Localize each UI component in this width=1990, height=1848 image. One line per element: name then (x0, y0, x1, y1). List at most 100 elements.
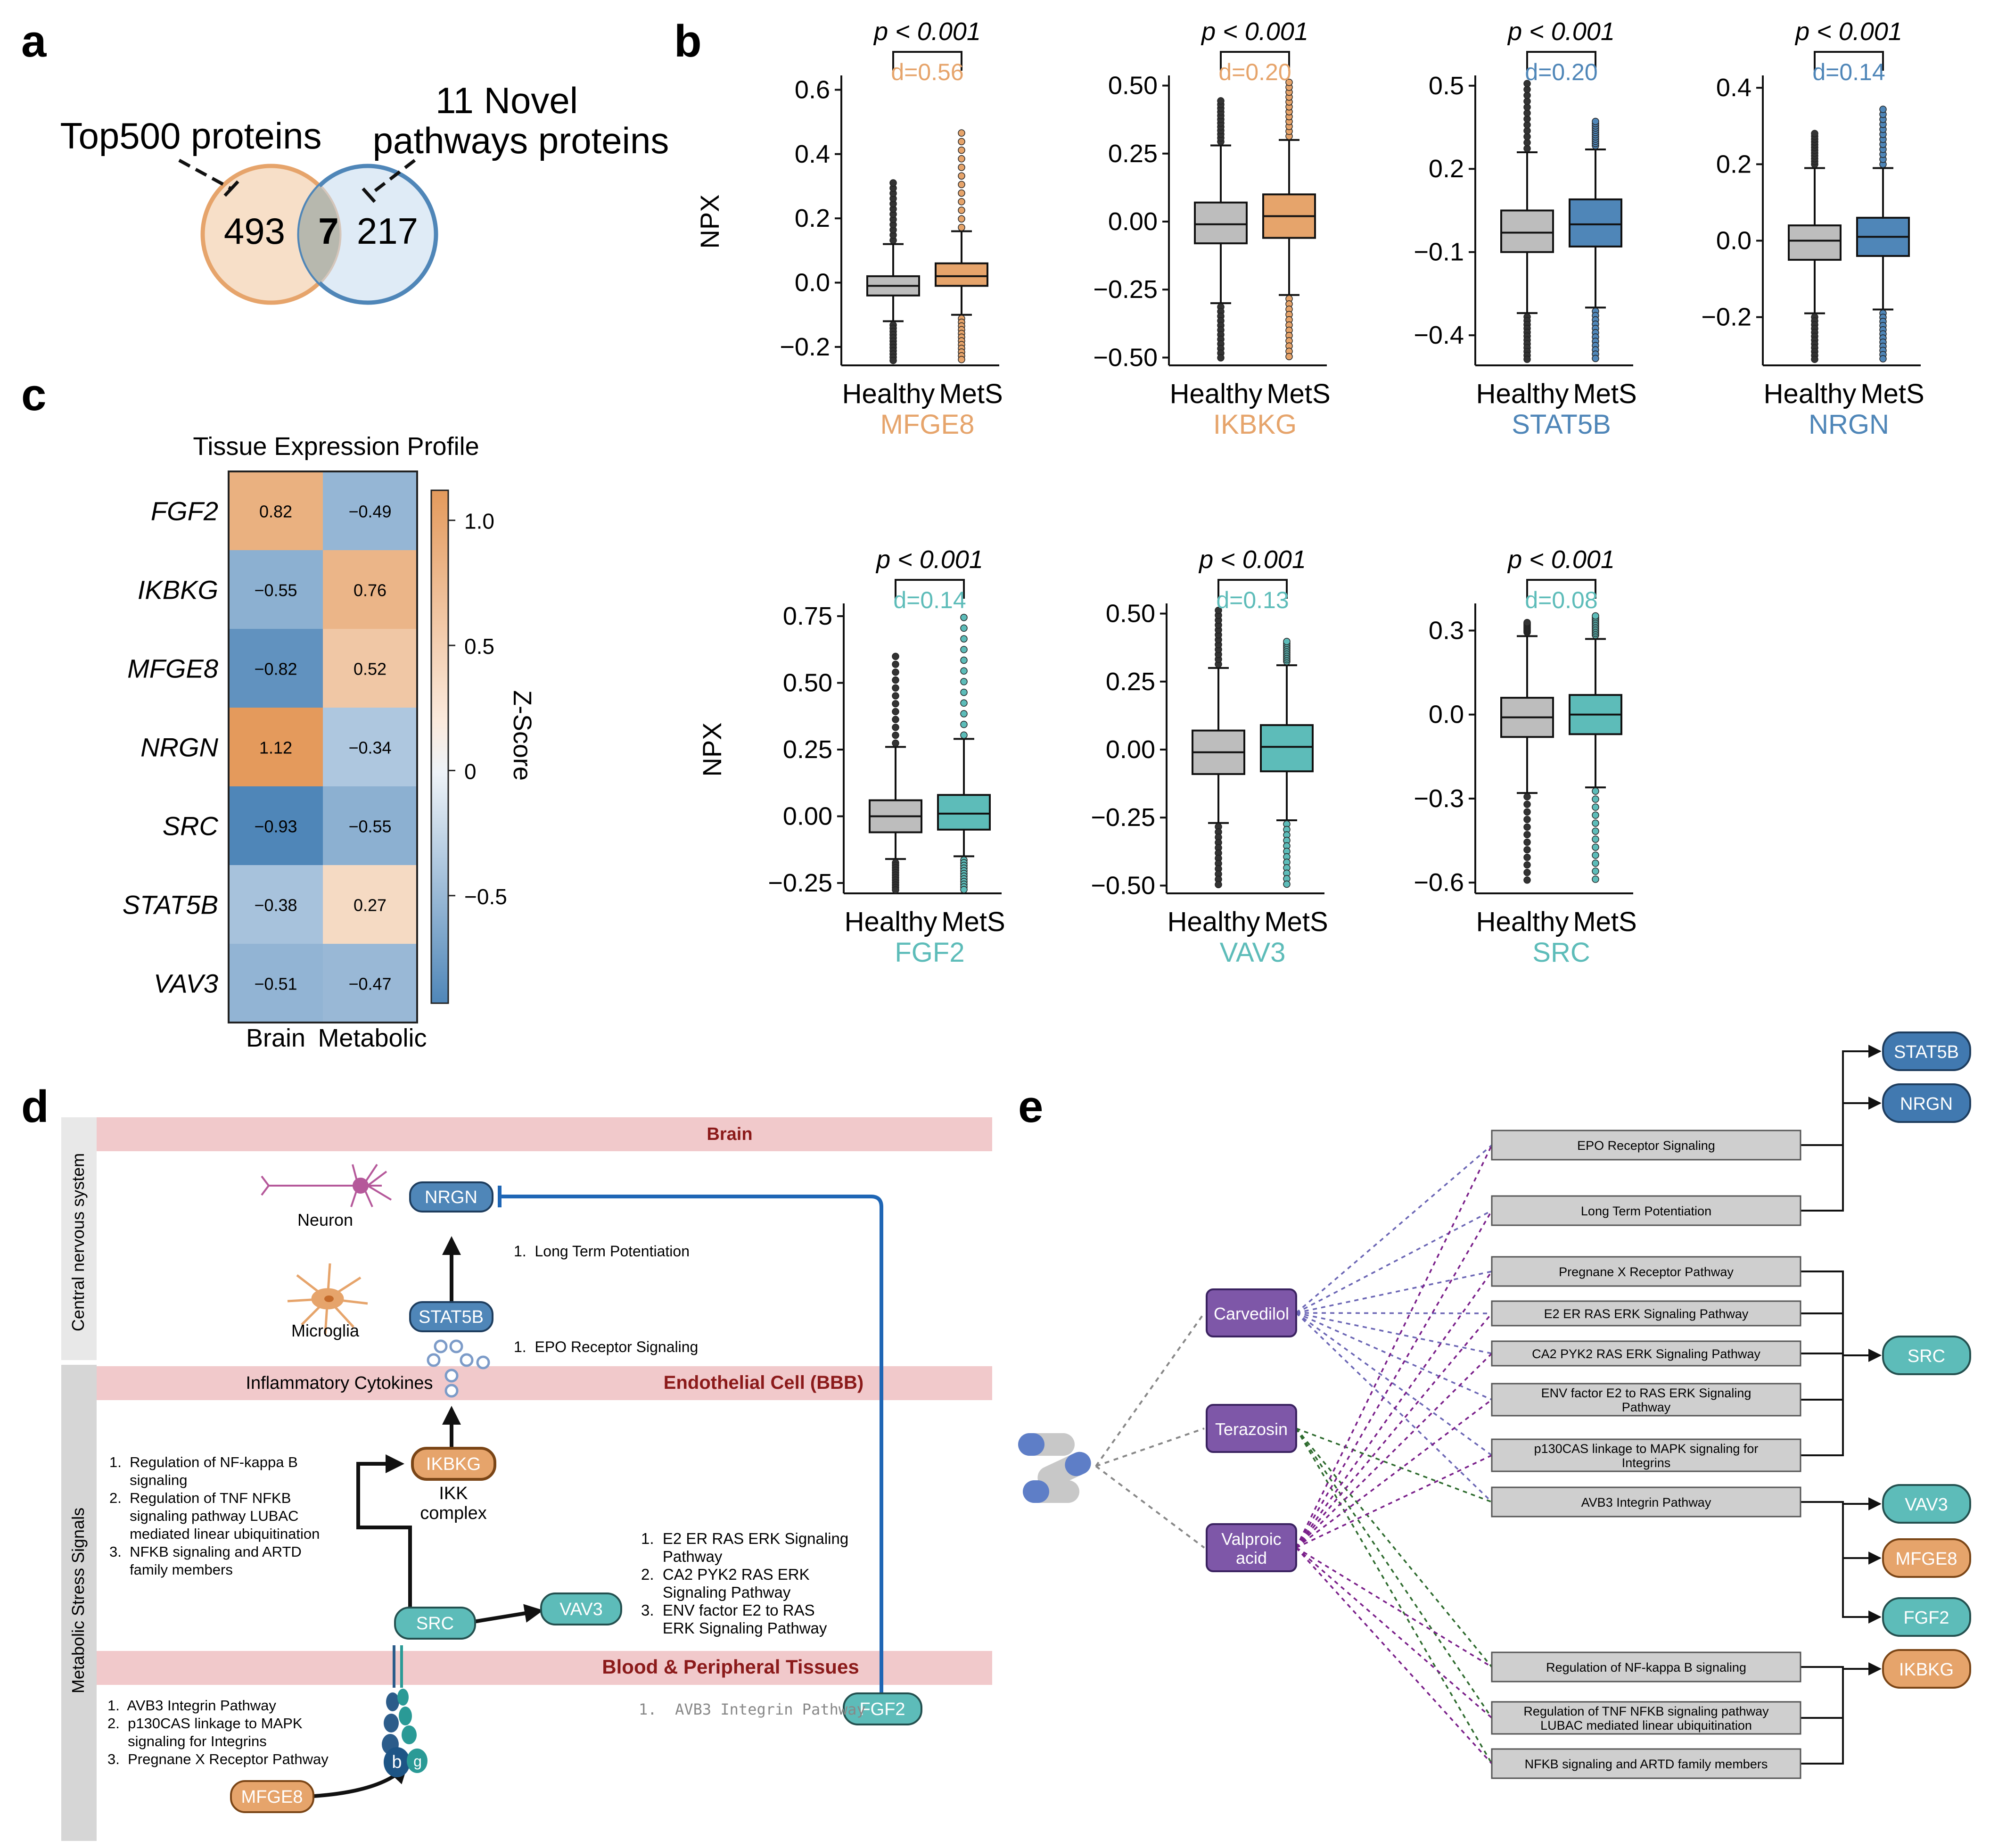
effect-size-label: d=0.20 (1218, 59, 1291, 85)
panel-letter-b: b (674, 16, 702, 66)
outlier-point (1879, 106, 1887, 113)
band-endothelial (97, 1366, 992, 1400)
effect-size-label: d=0.14 (893, 587, 966, 613)
outlier-point (1215, 881, 1222, 889)
drug-pathway-edge (1296, 1270, 1492, 1314)
outlier-point (1879, 355, 1887, 363)
outlier-point (1592, 851, 1599, 859)
y-tick-label: 0.6 (795, 75, 830, 104)
outlier-point (958, 189, 965, 197)
heatmap-cell (323, 629, 417, 708)
outlier-point (1592, 803, 1599, 811)
y-tick-label: −0.3 (1414, 784, 1464, 813)
x-category-label: MetS (1573, 379, 1636, 409)
significance-bracket (1526, 579, 1596, 599)
y-tick-label: −0.6 (1414, 868, 1464, 897)
outlier-point (1523, 846, 1531, 854)
heatmap-cell (229, 944, 323, 1023)
pathway-node: Pregnane X Receptor Pathway (1491, 1256, 1801, 1287)
x-category-label: Healthy (1476, 907, 1569, 937)
y-tick-label: 0.2 (795, 204, 830, 232)
gene-node-vav3: VAV3 (1882, 1484, 1971, 1524)
pathway-gene-edge (1801, 1501, 1882, 1624)
pathway-gene-edge (1801, 1501, 1882, 1565)
note-stat5b: 1. EPO Receptor Signaling (514, 1338, 698, 1355)
drug-pathway-edge (1295, 1428, 1493, 1718)
heatmap-cell-value: 1.12 (259, 738, 292, 758)
venn-right-count: 217 (357, 210, 418, 252)
box-mets (1569, 198, 1622, 248)
outlier-point (1523, 868, 1531, 876)
heatmap-col-metabolic: Metabolic (318, 1024, 427, 1052)
outlier-point (1592, 843, 1599, 851)
note-line: 1. Long Term Potentiation (514, 1243, 690, 1260)
outlier-point (1592, 117, 1599, 125)
box-mets (937, 794, 991, 831)
heatmap-cell (229, 550, 323, 629)
svg-text:STAT5B: STAT5B (1894, 1042, 1959, 1062)
outlier-point (1523, 793, 1531, 800)
side-label-cns: Central nervous system (68, 1153, 88, 1331)
cytokine-icon (427, 1339, 490, 1398)
heatmap-cell (323, 471, 417, 550)
outlier-point (1811, 355, 1818, 363)
heatmap-cell-value: −0.55 (254, 581, 297, 600)
gene-label: NRGN (1809, 409, 1889, 440)
box-mets (1260, 724, 1314, 773)
gene-label: SRC (1532, 937, 1590, 968)
svg-text:Carvedilol: Carvedilol (1214, 1304, 1289, 1323)
outlier-point (1592, 835, 1599, 843)
significance-bracket (1814, 51, 1884, 71)
venn-left-label: Top500 proteins (60, 115, 321, 157)
y-tick-label: −0.25 (768, 869, 832, 897)
note-line: 2. Regulation of TNF NFKB (109, 1490, 291, 1506)
node-ikbkg: IKBKG (411, 1447, 496, 1481)
svg-text:Regulation of NF-kappa B signa: Regulation of NF-kappa B signaling (1546, 1660, 1746, 1675)
outlier-point (960, 886, 968, 893)
gene-label: FGF2 (895, 937, 964, 968)
heatmap-row-label: SRC (163, 811, 219, 841)
heatmap-row-label: NRGN (140, 733, 218, 762)
neuron-icon (261, 1163, 392, 1207)
heatmap-title: Tissue Expression Profile (193, 432, 479, 461)
cytokines-label: Inflammatory Cytokines (246, 1373, 433, 1393)
box-healthy (1500, 209, 1554, 253)
heatmap-cell (323, 865, 417, 944)
heatmap-cell (323, 786, 417, 865)
venn-right-label-line1: 11 Novel (436, 80, 578, 121)
outlier-point (960, 667, 968, 675)
panel-letter-e: e (1018, 1081, 1043, 1132)
outlier-point (889, 179, 897, 187)
note-line: 2. p130CAS linkage to MAPK (107, 1715, 303, 1732)
outlier-point (892, 652, 899, 660)
svg-text:Integrins: Integrins (1622, 1456, 1671, 1470)
y-tick-label: 0.3 (1429, 617, 1464, 645)
outlier-point (892, 700, 899, 708)
drug-pathway-edge (1295, 1145, 1493, 1548)
node-mfge8: MFGE8 (230, 1780, 314, 1813)
note-line: Signaling Pathway (641, 1584, 791, 1601)
x-category-label: Healthy (1764, 379, 1857, 409)
outlier-point (892, 739, 899, 747)
heatmap-cell-value: −0.49 (348, 502, 391, 521)
pathway-node: ENV factor E2 to RAS ERK SignalingPathwa… (1491, 1383, 1801, 1417)
drug-pathway-edge (1296, 1210, 1492, 1314)
x-category-label: Healthy (845, 907, 937, 937)
outlier-point (1523, 808, 1531, 816)
outlier-point (960, 635, 968, 643)
note-line: signaling for Integrins (107, 1733, 267, 1749)
heatmap-cell-value: −0.82 (254, 660, 297, 679)
outlier-point (1523, 876, 1531, 884)
pathway-gene-edge (1801, 1349, 1882, 1456)
ikk-complex-line2: complex (420, 1503, 487, 1523)
gene-label: IKBKG (1213, 409, 1297, 440)
y-tick-label: 0.5 (1429, 72, 1464, 100)
svg-text:Regulation of TNF NFKB signali: Regulation of TNF NFKB signaling pathway (1523, 1704, 1769, 1718)
outlier-point (1592, 612, 1599, 620)
heatmap-cell (229, 471, 323, 550)
colorbar-tick-label: 0 (464, 759, 477, 784)
outlier-point (1592, 827, 1599, 835)
band-endothelial-label: Endothelial Cell (BBB) (664, 1372, 863, 1393)
y-tick-label: 0.25 (1108, 140, 1158, 168)
